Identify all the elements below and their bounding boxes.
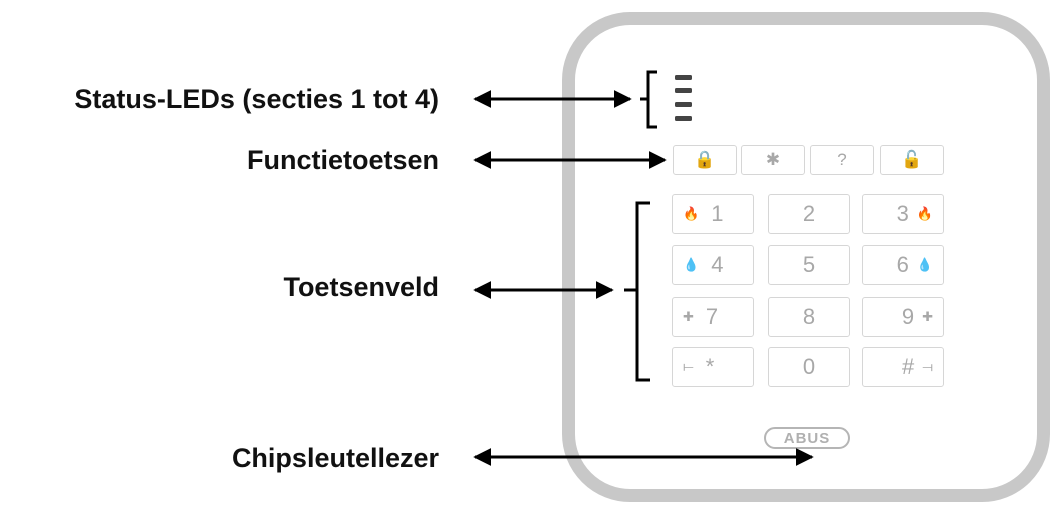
key-1[interactable]: 🔥 1 (672, 194, 754, 234)
fire-icon: 🔥 (683, 206, 700, 221)
key-8[interactable]: 8 (768, 297, 850, 337)
medical-cross-icon: ✚ (683, 309, 694, 324)
key-7[interactable]: ✚ 7 (672, 297, 754, 337)
lock-open-key[interactable]: 🔓 (880, 145, 944, 175)
led-3 (675, 102, 692, 107)
medical-cross-icon: ✚ (922, 309, 933, 324)
key-label: # (901, 354, 915, 379)
led-4 (675, 116, 692, 121)
key-hash[interactable]: # ⟞ (862, 347, 944, 387)
lock-open-icon: 🔓 (901, 150, 923, 169)
bar-icon: ⟝ (683, 359, 694, 374)
led-2 (675, 88, 692, 93)
question-key[interactable]: ? (810, 145, 874, 175)
key-label: 6 (896, 252, 909, 277)
key-label: 2 (802, 201, 816, 226)
keypad-bracket (624, 201, 650, 382)
key-label: * (705, 354, 715, 379)
key-star[interactable]: ⟝ * (672, 347, 754, 387)
asterisk-key[interactable]: ✱ (741, 145, 805, 175)
key-label: 9 (901, 304, 915, 329)
lock-closed-key[interactable]: 🔒 (673, 145, 737, 175)
fire-icon: 🔥 (916, 206, 933, 221)
question-icon: ? (837, 150, 847, 169)
led-1 (675, 75, 692, 80)
key-4[interactable]: 💧 4 (672, 245, 754, 285)
status-leds-label: Status-LEDs (secties 1 tot 4) (74, 84, 439, 114)
asterisk-icon: ✱ (765, 150, 781, 169)
status-leds (675, 75, 692, 121)
key-2[interactable]: 2 (768, 194, 850, 234)
function-keys-label: Functietoetsen (246, 145, 439, 175)
key-label: 0 (802, 354, 816, 379)
keypad-label: Toetsenveld (283, 272, 439, 302)
leds-bracket (640, 70, 657, 129)
water-icon: 💧 (916, 257, 933, 272)
key-label: 5 (802, 252, 816, 277)
key-label: 7 (705, 304, 719, 329)
key-3[interactable]: 3 🔥 (862, 194, 944, 234)
key-5[interactable]: 5 (768, 245, 850, 285)
bar-icon: ⟞ (922, 359, 933, 374)
chip-reader-label: Chipsleutellezer (231, 443, 439, 473)
key-label: 4 (711, 252, 724, 277)
key-0[interactable]: 0 (768, 347, 850, 387)
key-9[interactable]: 9 ✚ (862, 297, 944, 337)
key-label: 3 (896, 201, 909, 226)
lock-closed-icon: 🔒 (694, 150, 716, 169)
key-label: 1 (711, 201, 724, 226)
key-label: 8 (802, 304, 816, 329)
water-icon: 💧 (683, 257, 700, 272)
key-6[interactable]: 6 💧 (862, 245, 944, 285)
